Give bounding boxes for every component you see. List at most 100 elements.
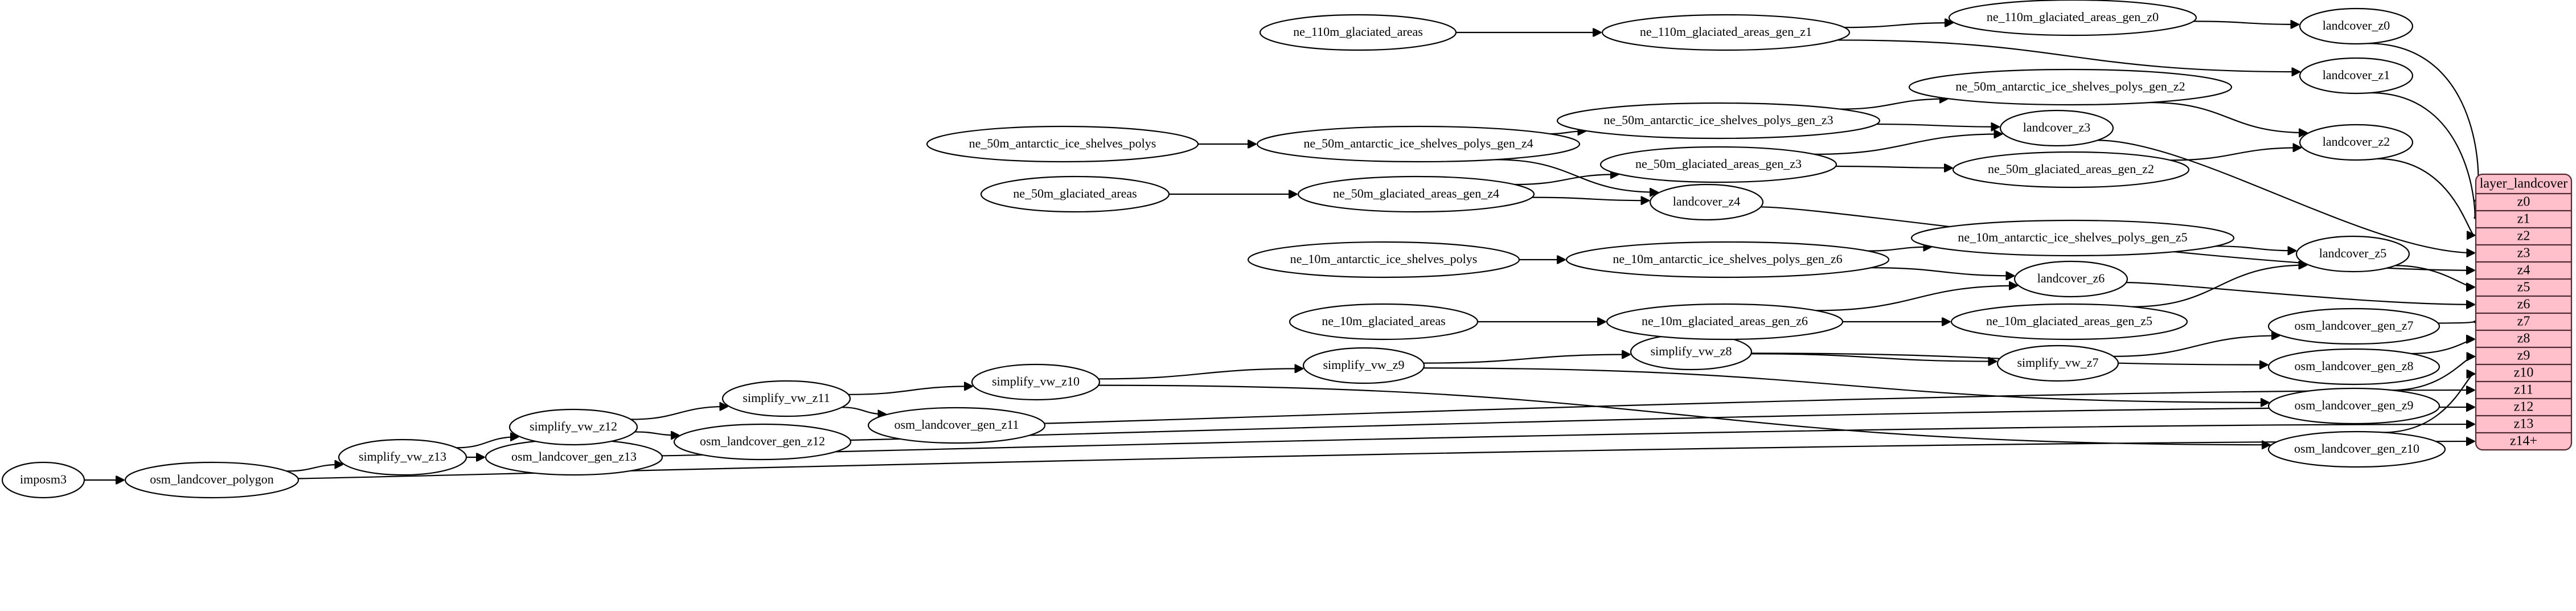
node-ne_10m_glaciated_areas_gen_z5[interactable]: ne_10m_glaciated_areas_gen_z5: [1950, 303, 2188, 341]
node-shape[interactable]: [1948, 0, 2197, 36]
node-simplify_vw_z11[interactable]: simplify_vw_z11: [721, 380, 851, 417]
node-simplify_vw_z7[interactable]: simplify_vw_z7: [1996, 345, 2119, 382]
node-landcover_z6[interactable]: landcover_z6: [2013, 260, 2128, 298]
table-row-z3[interactable]: [2476, 245, 2571, 262]
node-ne_10m_glaciated_areas[interactable]: ne_10m_glaciated_areas: [1289, 303, 1479, 341]
node-landcover_z2[interactable]: landcover_z2: [2299, 124, 2414, 161]
node-ne_50m_glaciated_areas_gen_z4[interactable]: ne_50m_glaciated_areas_gen_z4: [1297, 175, 1535, 213]
table-row-z14+[interactable]: [2476, 433, 2571, 450]
node-osm_landcover_gen_z12[interactable]: osm_landcover_gen_z12: [673, 423, 852, 461]
node-ne_50m_antarctic_ice_shelves_polys_gen_z3[interactable]: ne_50m_antarctic_ice_shelves_polys_gen_z…: [1556, 102, 1881, 140]
node-ne_50m_glaciated_areas[interactable]: ne_50m_glaciated_areas: [980, 175, 1170, 213]
edge-ne_50m_antarctic_ice_shelves_polys_gen_z2-to-landcover_z2: [2150, 101, 2307, 133]
node-osm_landcover_gen_z8[interactable]: osm_landcover_gen_z8: [2267, 348, 2440, 386]
node-shape[interactable]: [1908, 68, 2233, 106]
node-shape[interactable]: [926, 125, 1199, 163]
node-ne_50m_antarctic_ice_shelves_polys[interactable]: ne_50m_antarctic_ice_shelves_polys: [926, 125, 1199, 163]
node-shape[interactable]: [1256, 125, 1581, 163]
node-shape[interactable]: [124, 461, 300, 499]
edge-ne_50m_glaciated_areas_gen_z4-to-landcover_z4: [1532, 198, 1649, 201]
node-landcover_z3[interactable]: landcover_z3: [1999, 109, 2114, 147]
node-ne_50m_glaciated_areas_gen_z3[interactable]: ne_50m_glaciated_areas_gen_z3: [1599, 146, 1837, 183]
node-ne_10m_glaciated_areas_gen_z6[interactable]: ne_10m_glaciated_areas_gen_z6: [1606, 303, 1844, 341]
table-row-z13[interactable]: [2476, 416, 2571, 433]
table-row-z9[interactable]: [2476, 347, 2571, 364]
node-shape[interactable]: [2299, 57, 2414, 95]
node-shape[interactable]: [1289, 303, 1479, 341]
node-ne_10m_antarctic_ice_shelves_polys[interactable]: ne_10m_antarctic_ice_shelves_polys: [1247, 241, 1520, 278]
node-shape[interactable]: [338, 438, 467, 476]
node-shape[interactable]: [1952, 151, 2190, 188]
table-row-z4[interactable]: [2476, 262, 2571, 279]
table-row-z5[interactable]: [2476, 279, 2571, 296]
node-shape[interactable]: [1649, 183, 1764, 221]
edge-simplify_vw_z10-to-osm_landcover_gen_z10: [1098, 384, 2270, 445]
node-osm_landcover_gen_z9[interactable]: osm_landcover_gen_z9: [2267, 387, 2440, 425]
table-row-z10[interactable]: [2476, 364, 2571, 382]
node-shape[interactable]: [2267, 348, 2440, 386]
node-shape[interactable]: [1565, 241, 1890, 278]
node-osm_landcover_gen_z11[interactable]: osm_landcover_gen_z11: [867, 407, 1046, 444]
node-shape[interactable]: [980, 175, 1170, 213]
node-landcover_z1[interactable]: landcover_z1: [2299, 57, 2414, 95]
node-shape[interactable]: [2299, 124, 2414, 161]
table-row-z7[interactable]: [2476, 313, 2571, 330]
node-shape[interactable]: [2013, 260, 2128, 298]
node-shape[interactable]: [2267, 430, 2446, 468]
node-osm_landcover_polygon[interactable]: osm_landcover_polygon: [124, 461, 300, 499]
node-shape[interactable]: [1606, 303, 1844, 341]
node-ne_110m_glaciated_areas_gen_z1[interactable]: ne_110m_glaciated_areas_gen_z1: [1601, 14, 1851, 51]
node-ne_110m_glaciated_areas[interactable]: ne_110m_glaciated_areas: [1259, 14, 1457, 51]
node-shape[interactable]: [2299, 7, 2414, 45]
edge-osm_landcover_gen_z9-to-layer_landcover.z9: [2392, 356, 2474, 391]
node-landcover_z4[interactable]: landcover_z4: [1649, 183, 1764, 221]
node-imposm3[interactable]: imposm3: [1, 461, 85, 499]
node-shape[interactable]: [1, 461, 85, 499]
node-shape[interactable]: [971, 363, 1101, 401]
edge-ne_10m_glaciated_areas_gen_z6-to-landcover_z6: [1815, 286, 2017, 311]
node-shape[interactable]: [673, 423, 852, 461]
node-ne_10m_antarctic_ice_shelves_polys_gen_z5[interactable]: ne_10m_antarctic_ice_shelves_polys_gen_z…: [1910, 219, 2235, 257]
node-shape[interactable]: [1297, 175, 1535, 213]
table-row-z12[interactable]: [2476, 399, 2571, 416]
node-shape[interactable]: [1259, 14, 1457, 51]
node-ne_10m_antarctic_ice_shelves_polys_gen_z6[interactable]: ne_10m_antarctic_ice_shelves_polys_gen_z…: [1565, 241, 1890, 278]
node-simplify_vw_z13[interactable]: simplify_vw_z13: [338, 438, 467, 476]
node-landcover_z5[interactable]: landcover_z5: [2295, 235, 2410, 273]
node-shape[interactable]: [1302, 347, 1425, 384]
table-row-z0[interactable]: [2476, 194, 2571, 211]
table-row-z6[interactable]: [2476, 296, 2571, 313]
node-shape[interactable]: [1950, 303, 2188, 341]
node-osm_landcover_gen_z10[interactable]: osm_landcover_gen_z10: [2267, 430, 2446, 468]
node-landcover_z0[interactable]: landcover_z0: [2299, 7, 2414, 45]
table-row-z8[interactable]: [2476, 330, 2571, 347]
node-shape[interactable]: [1247, 241, 1520, 278]
node-shape[interactable]: [1556, 102, 1881, 140]
table-row-z2[interactable]: [2476, 228, 2571, 245]
node-ne_50m_antarctic_ice_shelves_polys_gen_z2[interactable]: ne_50m_antarctic_ice_shelves_polys_gen_z…: [1908, 68, 2233, 106]
edge-landcover_z3-to-layer_landcover.z3: [2097, 140, 2475, 253]
node-shape[interactable]: [1910, 219, 2235, 257]
edge-ne_50m_glaciated_areas_gen_z4-to-ne_50m_glaciated_areas_gen_z3: [1515, 174, 1618, 186]
node-shape[interactable]: [1601, 14, 1851, 51]
node-simplify_vw_z9[interactable]: simplify_vw_z9: [1302, 347, 1425, 384]
node-shape[interactable]: [867, 407, 1046, 444]
node-shape[interactable]: [2267, 307, 2440, 345]
node-ne_50m_antarctic_ice_shelves_polys_gen_z4[interactable]: ne_50m_antarctic_ice_shelves_polys_gen_z…: [1256, 125, 1581, 163]
node-shape[interactable]: [1996, 345, 2119, 382]
node-shape[interactable]: [508, 408, 638, 446]
node-shape[interactable]: [2267, 387, 2440, 425]
node-shape[interactable]: [2295, 235, 2410, 273]
table-row-z11[interactable]: [2476, 382, 2571, 399]
node-ne_50m_glaciated_areas_gen_z2[interactable]: ne_50m_glaciated_areas_gen_z2: [1952, 151, 2190, 188]
table-row-z1[interactable]: [2476, 211, 2571, 228]
node-shape[interactable]: [1999, 109, 2114, 147]
node-simplify_vw_z10[interactable]: simplify_vw_z10: [971, 363, 1101, 401]
node-simplify_vw_z12[interactable]: simplify_vw_z12: [508, 408, 638, 446]
edge-osm_landcover_gen_z11-to-layer_landcover.z11: [1044, 390, 2474, 424]
node-shape[interactable]: [1599, 146, 1837, 183]
node-osm_landcover_gen_z7[interactable]: osm_landcover_gen_z7: [2267, 307, 2440, 345]
node-shape[interactable]: [721, 380, 851, 417]
node-ne_110m_glaciated_areas_gen_z0[interactable]: ne_110m_glaciated_areas_gen_z0: [1948, 0, 2197, 36]
